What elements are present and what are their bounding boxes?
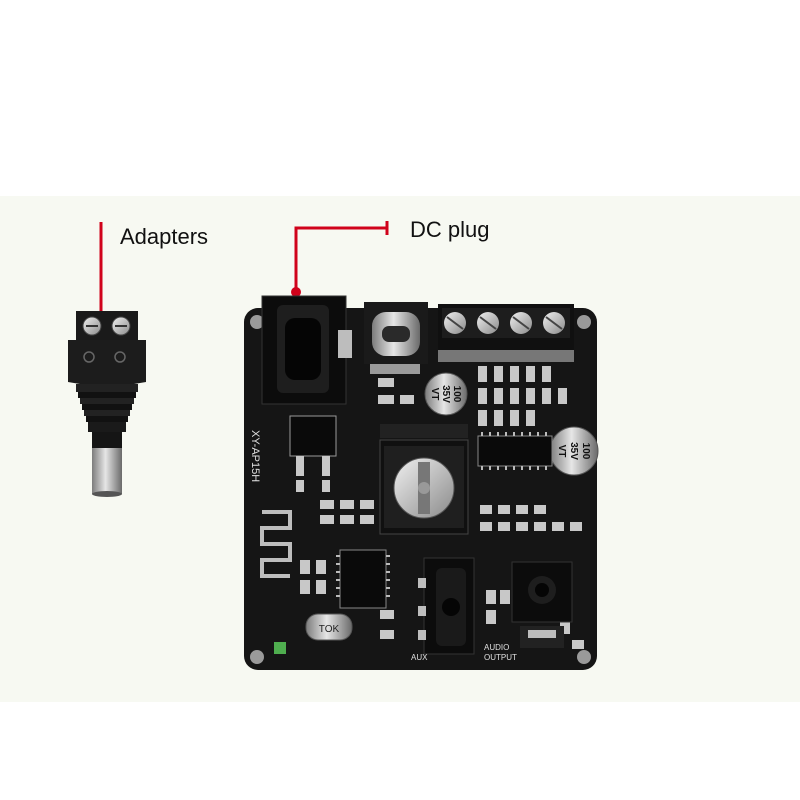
speaker-terminal-block (438, 304, 574, 362)
amplifier-chip (477, 432, 553, 470)
cap1-voltage: 35V (440, 385, 451, 403)
dc-jack (261, 295, 352, 405)
cap2-voltage: 35V (568, 442, 579, 460)
capacitor-2: 100 35V VT (549, 426, 599, 476)
adapter-callout-line (96, 222, 106, 323)
audio-output-label-line1: AUDIO (484, 643, 509, 652)
aux-jack (418, 557, 475, 655)
bluetooth-antenna (260, 510, 292, 578)
usb-c-port (364, 302, 428, 374)
dc-plug-label: DC plug (410, 217, 490, 242)
audio-output-jack (511, 561, 573, 648)
aux-label: AUX (411, 653, 428, 662)
cap2-brand: VT (556, 445, 567, 458)
status-led (274, 642, 286, 654)
volume-knob (379, 424, 469, 535)
audio-output-label-line2: OUTPUT (484, 653, 517, 662)
dc-plug-callout-line (291, 221, 389, 297)
cap1-value: 100 (451, 386, 462, 403)
amplifier-board: 100 35V VT 100 35V VT (244, 295, 599, 670)
crystal-label: TOK (319, 624, 340, 635)
cap1-brand: VT (429, 388, 440, 401)
board-model-text: XY-AP15H (249, 430, 261, 482)
adapters-label: Adapters (120, 224, 209, 249)
dc-adapter-connector (68, 311, 146, 497)
capacitor-1: 100 35V VT (424, 372, 468, 416)
bluetooth-chip (336, 549, 390, 609)
voltage-regulator (289, 415, 337, 492)
crystal-oscillator: TOK (305, 613, 353, 641)
cap2-value: 100 (580, 443, 591, 460)
